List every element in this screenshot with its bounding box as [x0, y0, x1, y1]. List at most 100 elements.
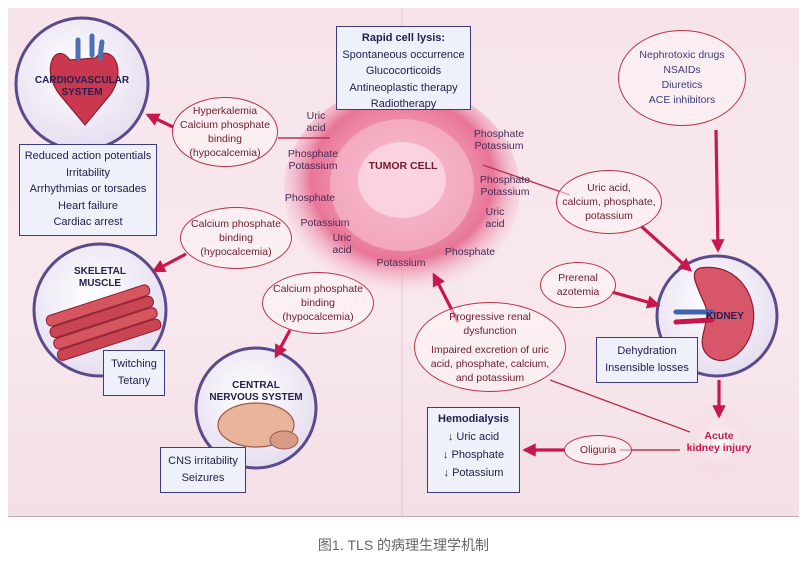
- kidney-title: KIDNEY: [706, 311, 744, 322]
- skeletal-title: SKELETAL MUSCLE: [62, 266, 138, 290]
- oval-text: binding: [208, 133, 242, 145]
- cns-effect: Seizures: [181, 471, 225, 484]
- oval-text: Calcium phosphate: [191, 218, 281, 230]
- hemodialysis-item: ↓ Potassium: [443, 467, 504, 479]
- oval-text: Calcium phosphate: [180, 119, 270, 131]
- cns-effect: CNS irritability: [168, 455, 238, 467]
- hemodialysis-title: Hemodialysis: [438, 413, 509, 425]
- ion-label-text: Uric: [332, 232, 352, 244]
- ion-label-phosphate-bottom: Phosphate: [444, 246, 496, 258]
- oval-text: Oliguria: [579, 444, 617, 456]
- nephrotoxic-item: Nephrotoxic drugs: [639, 49, 725, 61]
- muscle-effect: Tetany: [117, 374, 151, 387]
- oval-text: (hypocalcemia): [282, 311, 354, 323]
- skeletal-title-line: MUSCLE: [78, 278, 122, 289]
- hemodialysis-box: Hemodialysis ↓ Uric acid ↓ Phosphate ↓ P…: [427, 407, 520, 493]
- cns-title: CENTRAL NERVOUS SYSTEM: [203, 380, 309, 404]
- arrow-uric-to-kidney: [639, 224, 693, 272]
- oval-text: binding: [301, 297, 335, 309]
- oval-text: and potassium: [455, 371, 525, 384]
- ion-label-phosphate-potassium-left: Phosphate Potassium: [286, 148, 340, 172]
- nephrotoxic-item: NSAIDs: [663, 64, 701, 76]
- skeletal-muscle-circle: [32, 242, 168, 378]
- cardio-effect: Heart failure: [58, 199, 118, 212]
- cardiovascular-title-line: SYSTEM: [61, 87, 103, 98]
- ion-label-text: Uric: [485, 206, 505, 218]
- kidney-effects-box: Dehydration Insensible losses: [596, 337, 698, 383]
- cardio-effect: Arrhythmias or torsades: [29, 183, 147, 195]
- kidney-effect: Dehydration: [617, 345, 677, 357]
- hyperkalemia-oval: Hyperkalemia Calcium phosphate binding (…: [172, 97, 278, 167]
- calcium-muscle-oval: Calcium phosphate binding (hypocalcemia): [180, 207, 292, 269]
- nephrotoxic-item: Diuretics: [661, 79, 703, 91]
- progressive-oval: Progressive renal dysfunction Impaired e…: [414, 302, 566, 392]
- skeletal-title-line: SKELETAL: [73, 266, 127, 277]
- ion-label-uric-acid-left: Uric acid: [328, 232, 356, 256]
- ion-label-uric-acid-right: Uric acid: [481, 206, 509, 230]
- oval-text: Impaired excretion of uric: [431, 343, 549, 356]
- rapid-lysis-item: Glucocorticoids: [365, 65, 442, 77]
- ion-label-phosphate-potassium-right1: Phosphate Potassium: [471, 128, 527, 152]
- aki-label-line: kidney injury: [686, 442, 752, 454]
- nephrotoxic-item: ACE inhibitors: [648, 94, 716, 106]
- uric-kidney-oval: Uric acid, calcium, phosphate, potassium: [556, 170, 662, 234]
- ion-label-text: acid: [306, 122, 326, 134]
- cardiovascular-circle: [14, 16, 150, 152]
- ion-label-text: Uric: [306, 110, 326, 122]
- oval-text: acid, phosphate, calcium,: [430, 357, 550, 370]
- oval-text: potassium: [585, 210, 633, 222]
- oval-text: binding: [219, 232, 253, 244]
- tumor-cell-label: TUMOR CELL: [368, 160, 438, 172]
- kidney-effect: Insensible losses: [605, 361, 689, 374]
- ion-label-phosphate-left: Phosphate: [284, 192, 336, 204]
- nephrotoxic-oval: Nephrotoxic drugs NSAIDs Diuretics ACE i…: [618, 30, 746, 126]
- figure-caption: 图1. TLS 的病理生理学机制: [317, 537, 490, 553]
- muscle-effects-box: Twitching Tetany: [103, 350, 165, 396]
- ion-label-text: Phosphate: [473, 128, 525, 140]
- cardiovascular-title-line: CARDIOVASCULAR: [34, 75, 130, 86]
- ion-label-potassium-bottom: Potassium: [376, 257, 426, 269]
- oval-text: (hypocalcemia): [200, 246, 272, 258]
- cardio-effect: Cardiac arrest: [53, 216, 123, 228]
- oval-text: Prerenal: [558, 272, 598, 284]
- oval-text: dysfunction: [463, 324, 517, 337]
- cardio-effects-box: Reduced action potentials Irritability A…: [19, 144, 157, 236]
- oval-text: Progressive renal: [449, 310, 531, 323]
- ion-label-text: acid: [485, 218, 505, 230]
- cardiovascular-title: CARDIOVASCULAR SYSTEM: [34, 75, 130, 99]
- rapid-lysis-box: Rapid cell lysis: Spontaneous occurrence…: [336, 26, 471, 110]
- ion-label-text: Phosphate: [287, 148, 339, 160]
- muscle-effect: Twitching: [111, 358, 157, 370]
- arrow-prerenal-to-kidney: [611, 290, 661, 309]
- arrow-to-cns: [274, 329, 292, 359]
- cns-title-line: CENTRAL: [232, 380, 280, 391]
- ion-label-text: acid: [332, 244, 352, 256]
- rapid-lysis-item: Antineoplastic therapy: [349, 81, 458, 94]
- aki-label: Acute kidney injury: [670, 430, 768, 454]
- rapid-lysis-title: Rapid cell lysis:: [361, 32, 446, 44]
- aki-label-line: Acute: [704, 430, 734, 442]
- aki-glow: [681, 404, 757, 480]
- oliguria-oval: Oliguria: [564, 435, 632, 465]
- cns-circle: [194, 346, 318, 470]
- arrow-to-cardio: [145, 113, 174, 129]
- rapid-lysis-item: Spontaneous occurrence: [342, 48, 465, 61]
- oval-text: Uric acid,: [587, 182, 631, 194]
- arrow-nephrotoxic-to-kidney: [711, 129, 725, 253]
- oval-text: (hypocalcemia): [189, 147, 261, 159]
- arrow-to-muscle: [151, 252, 187, 273]
- ion-label-text: Potassium: [288, 160, 338, 172]
- ion-label-potassium-left: Potassium: [300, 217, 350, 229]
- ion-label-text: Potassium: [480, 186, 530, 198]
- tumor-cell-graphic: [284, 85, 520, 295]
- cns-effects-box: CNS irritability Seizures: [160, 447, 246, 493]
- ion-label-phosphate-potassium-right2: Phosphate Potassium: [477, 174, 533, 198]
- ion-label-uric-acid-top: Uric acid: [302, 110, 330, 134]
- ion-label-text: Phosphate: [479, 174, 531, 186]
- oval-text: azotemia: [556, 286, 600, 298]
- prerenal-oval: Prerenal azotemia: [540, 262, 616, 308]
- cardio-effect: Reduced action potentials: [24, 150, 152, 162]
- hemodialysis-item: ↓ Phosphate: [442, 449, 505, 461]
